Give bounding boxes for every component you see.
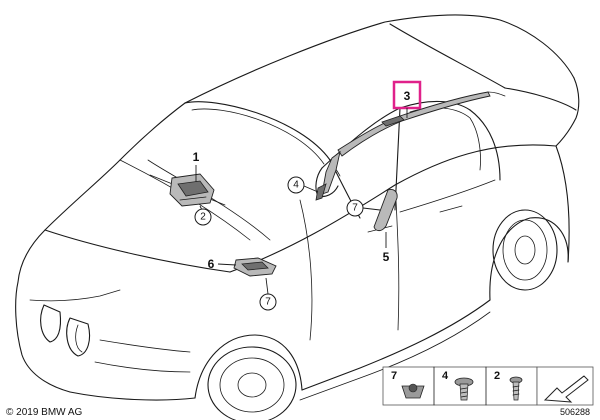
legend-item-4: 4 — [442, 370, 474, 401]
callout-3-highlighted: 3 — [392, 80, 422, 118]
callout-1: 1 — [193, 150, 200, 182]
legend-item-2-label: 2 — [494, 370, 500, 382]
callout-2-label: 2 — [200, 212, 206, 223]
copyright-text: © 2019 BMW AG — [6, 407, 83, 418]
a-pillar-component — [315, 183, 327, 201]
direction-arrow-icon — [536, 366, 594, 406]
callout-6-label: 6 — [208, 257, 215, 271]
callout-5-label: 5 — [383, 250, 390, 264]
legend-item-2: 2 — [494, 370, 523, 401]
callout-7-upper-label: 7 — [352, 203, 358, 214]
callout-3-label: 3 — [404, 89, 411, 103]
callout-1-label: 1 — [193, 150, 200, 164]
car-outline — [15, 14, 580, 420]
callout-2: 2 — [194, 205, 212, 226]
side-airbag — [373, 189, 398, 232]
legend-item-4-label: 4 — [442, 370, 449, 382]
knee-airbag — [233, 257, 277, 277]
image-number: 506288 — [560, 407, 590, 417]
callout-4: 4 — [287, 176, 319, 194]
callout-7-lower-label: 7 — [265, 297, 271, 308]
legend-item-7-label: 7 — [391, 370, 397, 382]
passenger-airbag-module — [169, 173, 215, 207]
callout-6: 6 — [208, 257, 237, 271]
fastener-legend: 7 4 2 — [382, 366, 594, 406]
callout-5: 5 — [383, 232, 390, 264]
legend-item-7: 7 — [391, 370, 425, 399]
callout-7-lower: 7 — [259, 277, 277, 311]
callout-4-label: 4 — [293, 180, 299, 191]
callout-7-upper: 7 — [346, 199, 381, 217]
